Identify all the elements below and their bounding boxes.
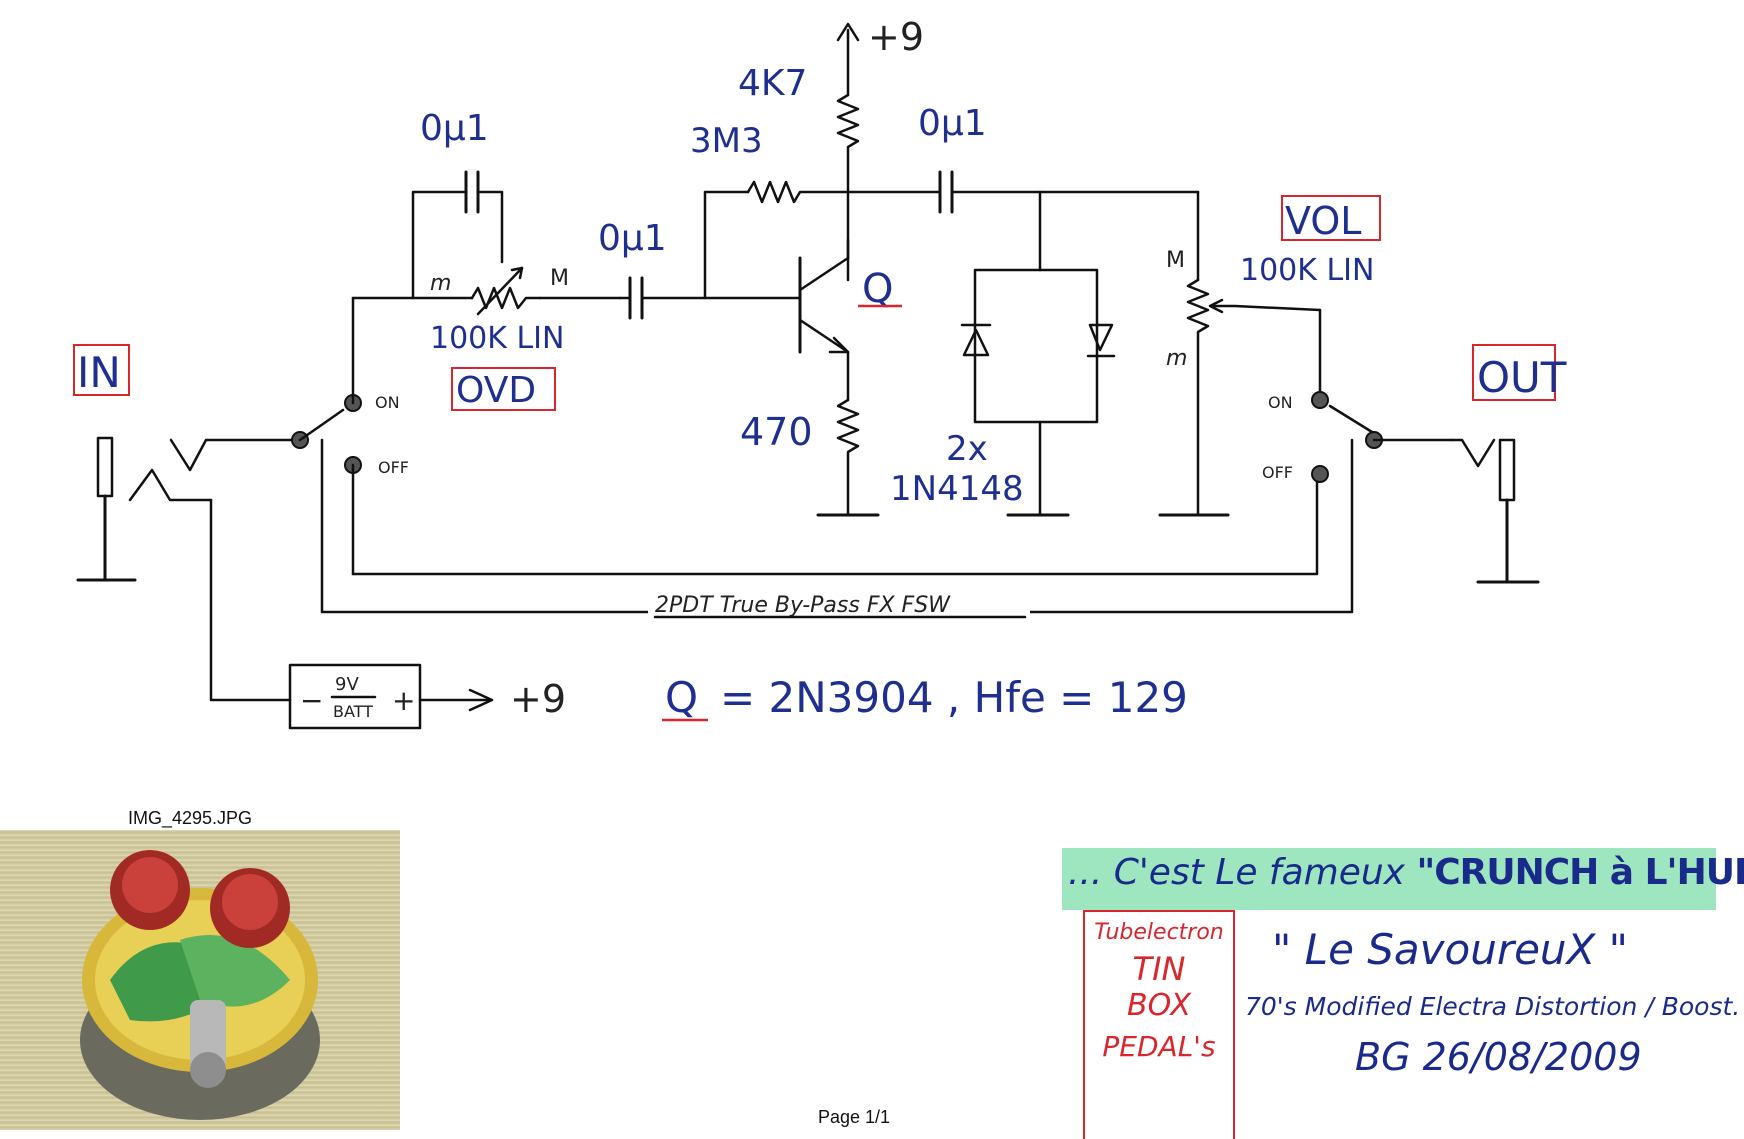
out-label: OUT	[1477, 353, 1567, 402]
pedal-photo	[0, 830, 400, 1130]
page-number: Page 1/1	[818, 1107, 891, 1127]
coupling-cap-in	[618, 276, 802, 320]
ovd-label-box	[451, 367, 556, 411]
vol-label: VOL	[1285, 199, 1361, 243]
vol-m-bottom: m	[1166, 346, 1187, 371]
pedal-description: 70's Modified Electra Distortion / Boost…	[1245, 992, 1741, 1021]
supply-top: +9	[868, 15, 924, 59]
ovd-value: 100K LIN	[430, 321, 564, 356]
signature: BG 26/08/2009	[1355, 1035, 1642, 1079]
sw-off-right: OFF	[1262, 463, 1293, 482]
emitter-resistor	[816, 350, 880, 517]
vol-value: 100K LIN	[1240, 253, 1374, 288]
in-label-box	[73, 344, 130, 396]
ovd-label: OVD	[456, 370, 536, 411]
r-feedback: 3M3	[690, 121, 763, 161]
feedback-resistor	[703, 180, 850, 300]
brand-line4: PEDAL's	[1102, 1030, 1216, 1063]
vol-pot	[1158, 190, 1322, 517]
ovd-m-right: M	[550, 266, 569, 291]
output-jack	[1450, 438, 1540, 584]
brand-line1: Tubelectron	[1094, 920, 1224, 945]
spec-rest: = 2N3904 , Hfe = 129	[720, 673, 1188, 722]
in-label: IN	[77, 348, 121, 397]
transistor-q	[798, 238, 850, 354]
brand-line2: TIN	[1132, 950, 1186, 988]
ovd-m-left: m	[430, 271, 451, 296]
battery-lead	[209, 498, 292, 702]
diodes-type: 1N4148	[890, 469, 1024, 509]
spec-q: Q	[665, 673, 698, 722]
switch-label-bg	[648, 598, 1030, 620]
vol-m-top: M	[1166, 248, 1185, 273]
r-emitter: 470	[740, 410, 813, 454]
batt-supply: +9	[510, 677, 566, 721]
brand-box	[1083, 910, 1235, 1139]
pedal-name: " Le SavoureuX "	[1272, 925, 1628, 974]
c-input-bypass: 0μ1	[420, 108, 489, 149]
diodes-count: 2x	[946, 429, 988, 469]
c-coupling-out: 0μ1	[918, 103, 987, 144]
sw-on-left: ON	[375, 393, 400, 412]
vol-label-box	[1281, 195, 1381, 241]
switch-label: 2PDT True By-Pass FX FSW	[655, 593, 951, 618]
out-label-box	[1472, 344, 1556, 401]
banner-name: "CRUNCH à L'HUILE"	[1416, 852, 1744, 893]
batt-label: BATT	[333, 702, 373, 721]
batt-plus: +	[392, 684, 415, 717]
input-jack	[76, 436, 302, 582]
title-banner-text: ... C'est Le fameux "CRUNCH à L'HUILE"	[1068, 852, 1744, 893]
c-coupling-in: 0μ1	[598, 218, 667, 259]
coupling-cap-out	[846, 170, 1200, 214]
battery	[288, 663, 494, 730]
ovd-network	[351, 170, 622, 316]
title-banner	[1062, 848, 1716, 910]
footswitch-right	[1311, 308, 1454, 483]
footswitch-left	[291, 296, 362, 576]
banner-prefix: ... C'est Le fameux	[1068, 852, 1405, 893]
bypass-line	[351, 480, 1319, 576]
sw-off-left: OFF	[378, 458, 409, 477]
sw-on-right: ON	[1268, 393, 1293, 412]
collector-resistor	[836, 22, 860, 282]
batt-minus: −	[300, 684, 323, 717]
photo-caption: IMG_4295.JPG	[128, 808, 253, 828]
r-collector: 4K7	[738, 63, 807, 104]
batt-value: 9V	[335, 674, 359, 695]
transistor-label: Q	[862, 266, 893, 312]
brand-line3: BOX	[1127, 988, 1191, 1023]
clipping-diodes	[960, 190, 1116, 517]
